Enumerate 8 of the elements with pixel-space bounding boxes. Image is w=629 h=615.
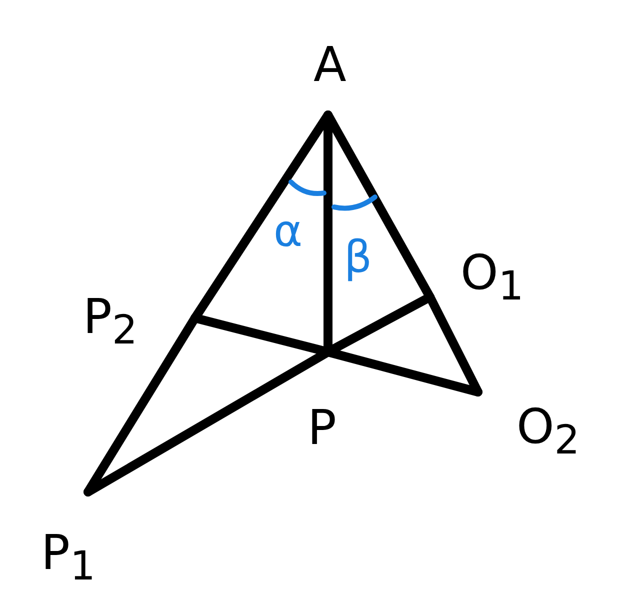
angle-label: β — [344, 236, 372, 280]
angle-label: α — [274, 210, 303, 254]
point-label: O$_{1}$ — [460, 249, 524, 307]
point-label: P$_{1}$ — [41, 529, 96, 587]
point-label: A — [314, 41, 346, 89]
point-label: O$_{2}$ — [516, 403, 580, 461]
point-label: P — [308, 404, 336, 452]
point-label: P$_{2}$ — [83, 293, 138, 351]
